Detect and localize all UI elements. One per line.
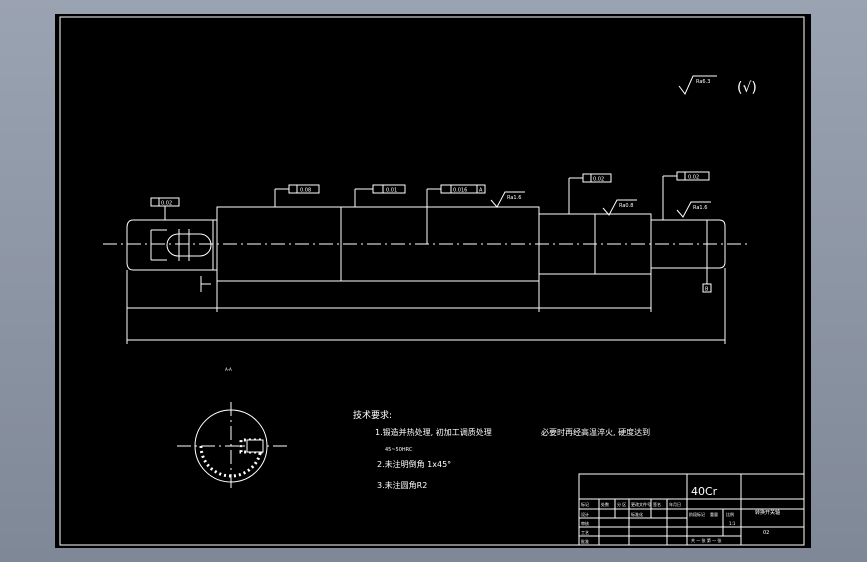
cell-8: 审核 (581, 520, 589, 526)
datum-marker: B (702, 268, 712, 293)
cell-7: 标准化 (631, 511, 643, 517)
technical-requirements: 技术要求: 1.锻造并热处理, 初加工调质处理 必要时再经高温淬火, 硬度达到 … (353, 409, 650, 490)
dimension-lines (126, 268, 726, 344)
tolerance-callouts: 0.02 0.08 0.01 0.016 A (150, 171, 710, 220)
tech-req-title: 技术要求: (353, 409, 392, 421)
drawing-frame (59, 16, 805, 546)
section-label: A-A (225, 367, 232, 372)
tech-req-line3: 3.未注圆角R2 (377, 480, 427, 490)
cell-13: 比例 (726, 511, 734, 517)
tol-body-1: 0.08 (300, 188, 311, 194)
cell-16: 02 (763, 530, 769, 536)
title-material: 40Cr (691, 485, 718, 498)
drawing-canvas[interactable]: Ra6.3 (√) (55, 14, 811, 548)
general-roughness-text: Ra6.3 (696, 79, 710, 85)
cell-12: 重量 (710, 511, 718, 517)
cell-3: 更改文件号 (631, 501, 651, 507)
cell-15: 共 一 张 第 一 张 (691, 537, 721, 543)
cell-0: 标记 (581, 501, 589, 507)
tech-req-line1b: 必要时再经高温淬火, 硬度达到 (541, 427, 650, 437)
general-roughness-symbol: Ra6.3 (√) (678, 75, 757, 96)
title-block: 40Cr 转换开关轴 标记 处数 分 区 更改文件号 签名 年月日 设计 标准化… (578, 473, 805, 546)
roughness-r1: Ra1.6 (507, 195, 521, 201)
cell-11: 阶段标记 (689, 511, 705, 517)
roughness-r2: Ra0.8 (619, 203, 633, 209)
cell-4: 签名 (653, 501, 661, 507)
tech-req-line1c: 45~50HRC (385, 447, 413, 453)
tech-req-line1a: 1.锻造并热处理, 初加工调质处理 (375, 427, 492, 437)
general-roughness-paren: (√) (737, 80, 757, 96)
datum-b-label: B (705, 287, 709, 293)
cell-1: 处数 (601, 501, 609, 507)
cell-14: 1:1 (729, 521, 736, 526)
shaft-outline (126, 206, 726, 282)
tol-left-end: 0.02 (161, 201, 172, 207)
tol-body-3: 0.016 (453, 188, 467, 194)
cell-5: 年月日 (669, 501, 681, 507)
tol-right-end: 0.02 (688, 175, 699, 181)
cell-10: 批准 (581, 538, 589, 544)
roughness-r3: Ra1.6 (693, 205, 707, 211)
keyway (150, 229, 212, 261)
tol-body-2: 0.01 (386, 188, 397, 194)
section-view (177, 402, 287, 490)
tech-req-line2: 2.未注明倒角 1x45° (377, 459, 451, 469)
cell-6: 设计 (581, 511, 589, 517)
cell-9: 工艺 (581, 530, 589, 535)
title-part-name: 转换开关轴 (755, 509, 780, 516)
roughness-marks: Ra1.6 Ra0.8 Ra1.6 (490, 191, 711, 218)
tol-mid-step: 0.02 (593, 177, 604, 183)
cell-2: 分 区 (617, 501, 626, 507)
shaft-drawing: Ra6.3 (√) (59, 16, 805, 546)
tol-body-3-datum: A (479, 188, 483, 194)
